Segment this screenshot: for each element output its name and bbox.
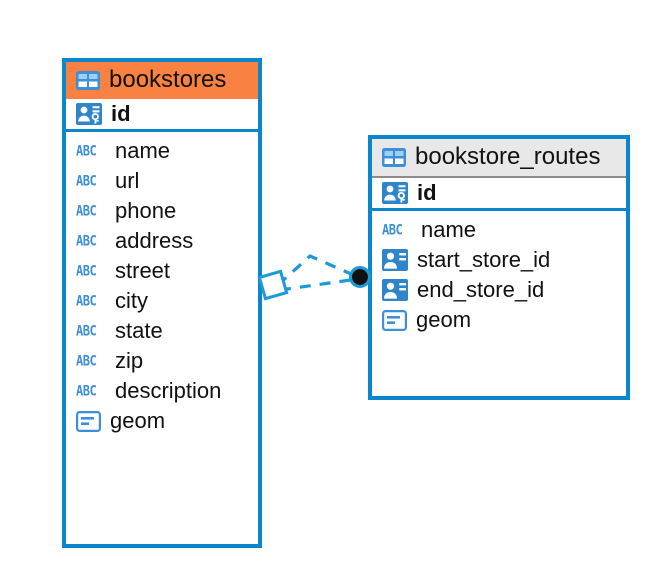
field-label: description	[115, 378, 222, 404]
field-row-geom[interactable]: geom	[66, 406, 258, 436]
field-row-city[interactable]: ABC city	[66, 286, 258, 316]
field-row-name[interactable]: ABC name	[66, 136, 258, 166]
field-row-end-store-id[interactable]: end_store_id	[372, 275, 626, 305]
text-type-icon: ABC	[76, 383, 97, 400]
field-row-url[interactable]: ABC url	[66, 166, 258, 196]
relationship-line-lower	[279, 277, 359, 292]
fields-section: ABC name start_store_id	[372, 211, 626, 340]
field-row-id[interactable]: id	[66, 99, 258, 129]
field-row-name[interactable]: ABC name	[372, 215, 626, 245]
table-icon	[76, 70, 100, 90]
field-label: start_store_id	[417, 247, 551, 273]
field-label: id	[417, 180, 437, 206]
foreign-key-icon	[382, 249, 408, 272]
field-row-address[interactable]: ABC address	[66, 226, 258, 256]
geometry-type-icon	[382, 309, 407, 331]
entity-bookstore-routes[interactable]: bookstore_routes id ABC	[368, 135, 630, 400]
text-type-icon: ABC	[76, 203, 97, 220]
relationship-line-upper	[276, 254, 359, 287]
primary-key-icon	[76, 103, 102, 126]
field-label: zip	[115, 348, 144, 374]
field-row-id[interactable]: id	[372, 178, 626, 208]
diamond-marker	[257, 269, 289, 301]
text-type-icon: ABC	[76, 263, 97, 280]
field-label: geom	[110, 408, 166, 434]
field-label: address	[115, 228, 194, 254]
field-label: id	[111, 101, 131, 127]
text-type-icon: ABC	[76, 353, 97, 370]
entity-header-bookstores[interactable]: bookstores	[66, 62, 258, 100]
primary-key-icon	[382, 182, 408, 205]
primary-key-section: id	[372, 178, 626, 212]
field-label: name	[421, 217, 477, 243]
table-icon	[382, 147, 406, 167]
entity-title: bookstores	[109, 66, 227, 93]
field-label: end_store_id	[417, 277, 545, 303]
field-label: state	[115, 318, 163, 344]
field-label: phone	[115, 198, 177, 224]
text-type-icon: ABC	[76, 143, 97, 160]
geometry-type-icon	[76, 410, 101, 432]
text-type-icon: ABC	[76, 323, 97, 340]
entity-title: bookstore_routes	[415, 143, 601, 170]
fields-section: ABC name ABC url ABC phone ABC address A…	[66, 132, 258, 441]
field-row-description[interactable]: ABC description	[66, 376, 258, 406]
entity-bookstores[interactable]: bookstores id ABC	[62, 58, 262, 548]
text-type-icon: ABC	[76, 233, 97, 250]
field-label: name	[115, 138, 171, 164]
text-type-icon: ABC	[76, 173, 97, 190]
foreign-key-icon	[382, 279, 408, 302]
field-label: geom	[416, 307, 472, 333]
primary-key-section: id	[66, 99, 258, 133]
text-type-icon: ABC	[382, 222, 403, 239]
field-row-state[interactable]: ABC state	[66, 316, 258, 346]
entity-header-bookstore-routes[interactable]: bookstore_routes	[372, 139, 626, 179]
field-row-geom[interactable]: geom	[372, 305, 626, 335]
filled-circle-marker	[349, 266, 371, 288]
field-row-start-store-id[interactable]: start_store_id	[372, 245, 626, 275]
field-row-phone[interactable]: ABC phone	[66, 196, 258, 226]
field-label: url	[115, 168, 140, 194]
text-type-icon: ABC	[76, 293, 97, 310]
field-label: city	[115, 288, 148, 314]
field-row-street[interactable]: ABC street	[66, 256, 258, 286]
field-label: street	[115, 258, 171, 284]
field-row-zip[interactable]: ABC zip	[66, 346, 258, 376]
